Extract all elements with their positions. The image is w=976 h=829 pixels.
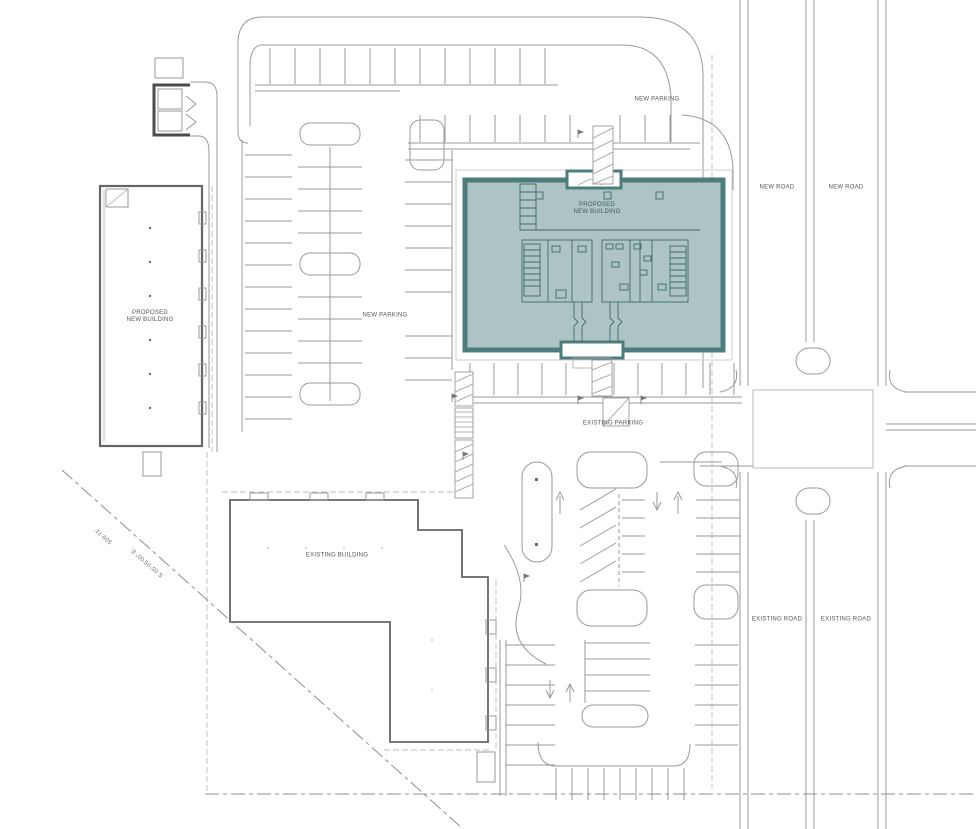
parking-left [241,122,453,432]
sign-icon [577,129,585,138]
floor-plan-interior [519,183,700,342]
existing-road [739,472,887,829]
entrance-notch-bottom [559,340,625,360]
trash-enclosure [152,57,218,452]
parking-existing [455,363,742,404]
proposed-building-center [455,169,733,369]
arrow-down-icon [545,680,555,700]
label-line: PROPOSED [578,202,616,208]
label-existing-road-left: EXISTING ROAD [751,616,803,623]
site-signs [451,129,648,582]
new-road [739,0,887,386]
sign-icon [640,395,648,404]
label-new-parking-mid: NEW PARKING [362,312,408,319]
parking-lower [476,451,740,800]
label-line: PROPOSED [131,310,169,316]
property-lines [61,469,976,829]
median-island [795,487,831,515]
label-new-road-right: NEW ROAD [828,184,864,191]
label-line: NEW BUILDING [573,209,621,215]
proposed-building-left [98,184,213,477]
flow-arrows [545,490,683,702]
sign-icon [451,393,459,402]
sign-icon [462,451,470,460]
sign-icon [577,395,585,404]
label-existing-parking: EXISTING PARKING [582,420,644,427]
road-intersection [660,369,976,489]
property-line-diagonal [61,469,464,829]
sign-icon [523,573,531,582]
existing-building [222,491,497,751]
arrow-down-icon [652,492,662,512]
median-island [795,347,831,375]
label-proposed-building-center: PROPOSED NEW BUILDING [573,202,620,216]
label-existing-building: EXISTING BUILDING [305,552,369,559]
label-new-road-left: NEW ROAD [759,184,795,191]
arrow-up-icon [555,490,565,514]
crosswalks [454,125,630,499]
arrow-up-icon [565,682,575,702]
top-road [237,16,704,388]
label-line: NEW BUILDING [126,317,174,323]
boundary-dashes [206,55,713,794]
parking-top [255,48,734,190]
proposed-building-left-outline [98,184,204,448]
label-new-parking-top: NEW PARKING [634,96,680,103]
label-existing-road-right: EXISTING ROAD [820,616,872,623]
arrow-up-icon [673,490,683,514]
label-proposed-building-left: PROPOSED NEW BUILDING [126,310,173,324]
